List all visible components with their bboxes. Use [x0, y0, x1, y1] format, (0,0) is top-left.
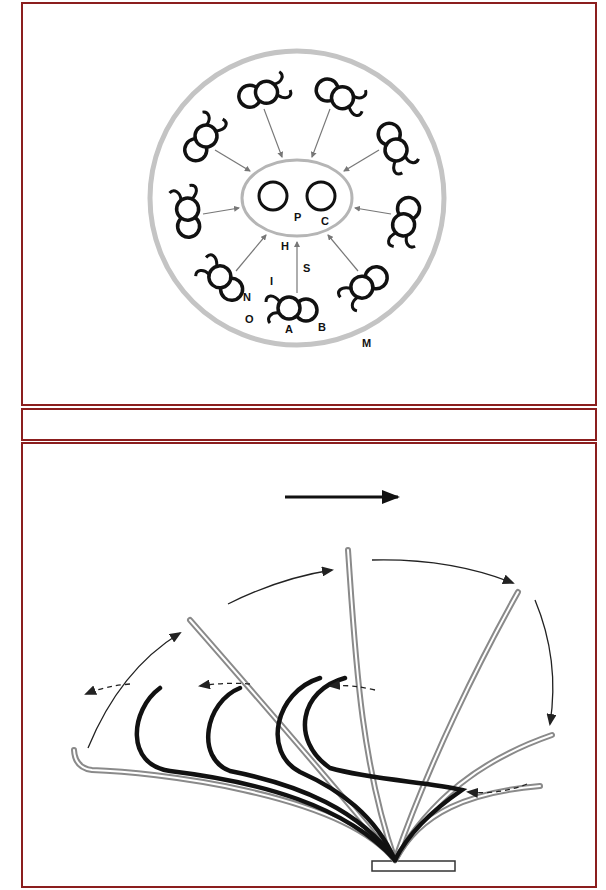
- direction-arrow: [285, 496, 398, 499]
- effective-stroke: [74, 550, 552, 860]
- part-label: H: [281, 241, 289, 252]
- central-microtubule: [259, 182, 287, 210]
- radial-spokes: [203, 109, 391, 293]
- part-label: A: [285, 324, 293, 335]
- part-label: C: [321, 216, 329, 227]
- panel-frame: [22, 443, 596, 887]
- part-label: M: [362, 338, 371, 349]
- part-label: N: [243, 292, 251, 303]
- part-label: O: [245, 314, 254, 325]
- central-microtubule: [307, 182, 335, 210]
- recovery-stroke: [137, 678, 462, 860]
- part-label: P: [294, 212, 301, 223]
- part-label: S: [303, 263, 310, 274]
- central-sheath: [242, 160, 352, 236]
- panel-frame: [22, 3, 596, 405]
- part-label: B: [318, 322, 326, 333]
- motion-arrows: [88, 560, 553, 748]
- separator-frame: [22, 409, 596, 440]
- base-surface: [372, 861, 455, 871]
- membrane-outline: [150, 51, 444, 345]
- dashed-motion-arrows: [86, 683, 527, 792]
- part-label: I: [270, 276, 273, 287]
- microtubule-doublets: [169, 70, 423, 323]
